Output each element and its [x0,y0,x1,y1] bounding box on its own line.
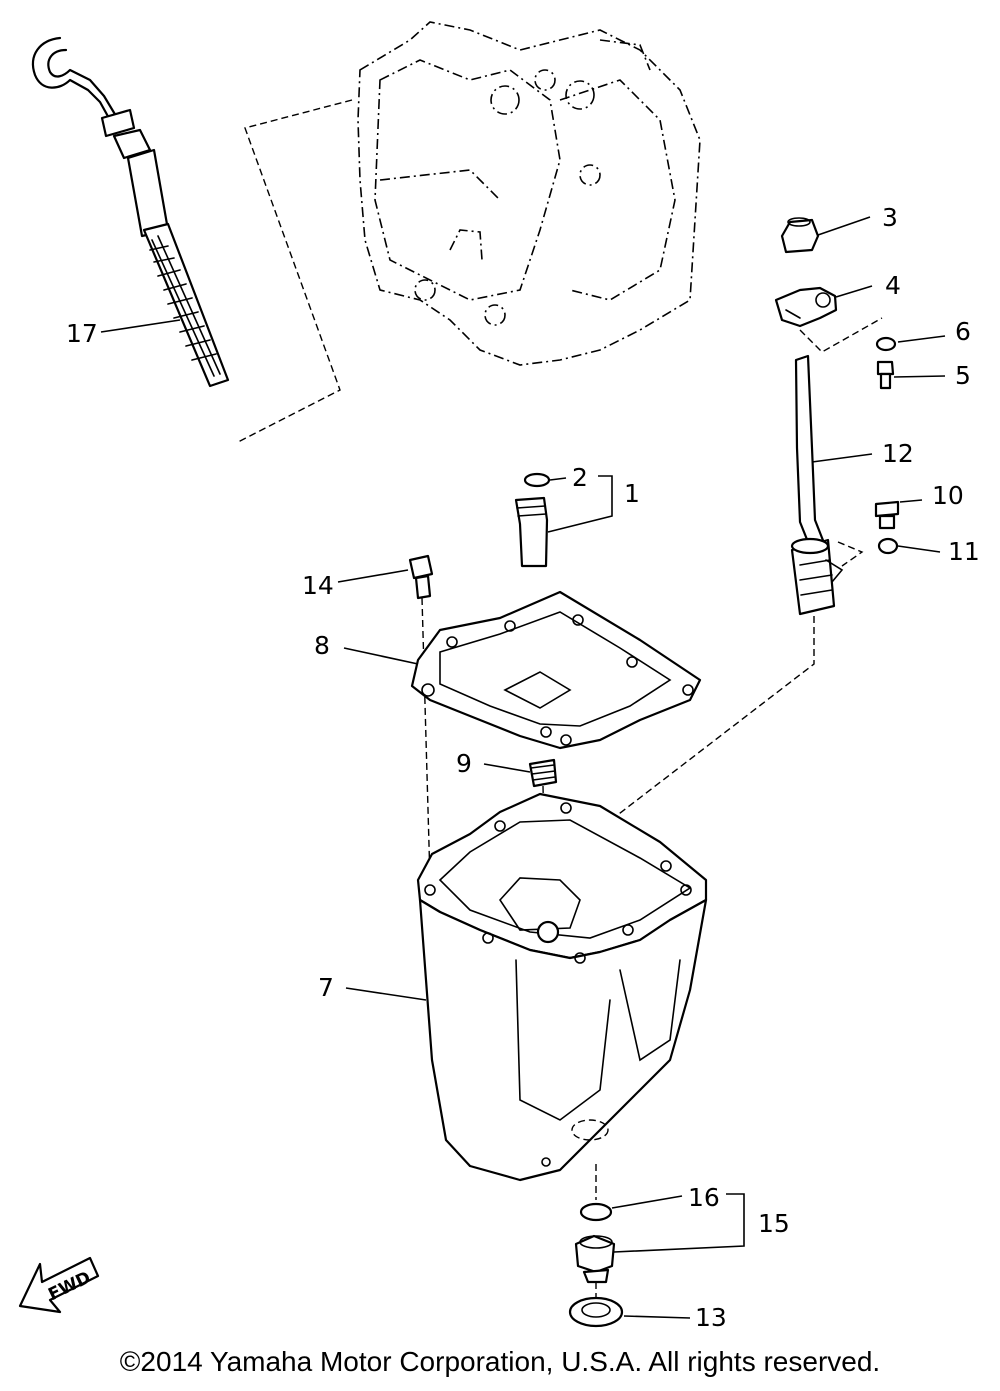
callout-4: 4 [885,271,901,300]
callout-9: 9 [456,749,472,778]
bolt-14 [408,554,434,600]
drain-o-ring [579,1202,613,1222]
drain-gasket [568,1296,624,1328]
callout-10: 10 [932,481,964,510]
callout-3: 3 [882,203,898,232]
washer-11 [877,537,899,555]
callout-6: 6 [955,317,971,346]
callout-2: 2 [572,463,588,492]
callout-16: 16 [688,1183,720,1212]
o-ring [523,472,551,488]
callout-8: 8 [314,631,330,660]
dipstick [32,36,230,388]
washer [875,336,897,352]
callout-17: 17 [66,319,98,348]
oil-pan [416,792,708,1182]
drain-bolt [574,1234,616,1284]
callout-7: 7 [318,973,334,1002]
plug [528,758,558,788]
callout-5: 5 [955,361,971,390]
callout-13: 13 [695,1303,727,1332]
callout-11: 11 [948,537,980,566]
callout-1: 1 [624,479,640,508]
copyright-notice: ©2014 Yamaha Motor Corporation, U.S.A. A… [119,1346,881,1377]
engine-block-outline [357,21,701,366]
bolt-10 [874,500,900,530]
grommet [780,217,820,254]
callout-12: 12 [882,439,914,468]
gasket [410,590,702,750]
oil-strainer [790,354,844,616]
bolt [876,360,895,390]
callout-14: 14 [302,571,334,600]
clamp [774,286,838,328]
forward-arrow-icon: FWD [18,1256,100,1314]
callout-15: 15 [758,1209,790,1238]
dipstick-guide-line [237,99,353,443]
drain-nipple [514,496,549,568]
